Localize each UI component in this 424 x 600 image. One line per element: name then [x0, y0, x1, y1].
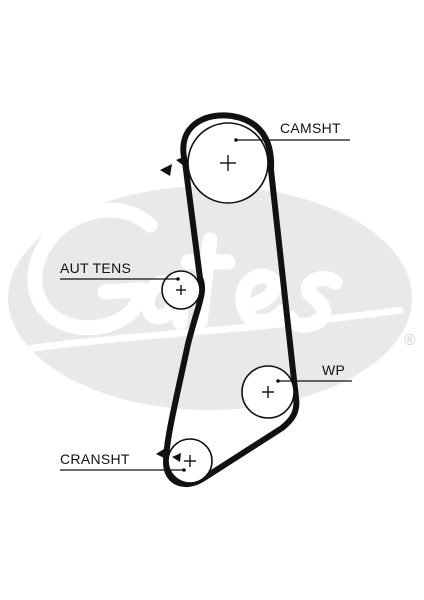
- watermark-registered-mark: ®: [404, 332, 416, 349]
- camshaft-callout: CAMSHT: [234, 120, 350, 142]
- rotation-arrow-icon-lower: [156, 447, 167, 459]
- crankshaft-callout: CRANSHT: [60, 451, 186, 472]
- tensioner-callout: AUT TENS: [60, 260, 180, 281]
- tensioner-label: AUT TENS: [60, 260, 131, 276]
- crankshaft-plus-icon: [184, 455, 196, 467]
- rotation-arrow-icon-mid-small: [176, 156, 186, 166]
- crankshaft-label: CRANSHT: [60, 451, 130, 467]
- camshaft-pulley: [187, 122, 269, 204]
- crankshaft-pulley: [167, 438, 213, 484]
- water-pump-label: WP: [322, 362, 345, 378]
- camshaft-plus-icon: [220, 155, 236, 171]
- tensioner-pulley: [161, 270, 201, 310]
- watermark-script: [16, 202, 404, 354]
- gates-watermark: ®: [8, 186, 416, 410]
- rotation-arrow-icon-upper: [160, 164, 172, 176]
- camshaft-label: CAMSHT: [280, 120, 341, 136]
- tensioner-plus-icon: [176, 285, 186, 295]
- rotation-arrow-icon-crank: [172, 453, 181, 462]
- water-pump-pulley: [241, 365, 295, 419]
- water-pump-callout: WP: [276, 362, 352, 383]
- water-pump-plus-icon: [262, 386, 274, 398]
